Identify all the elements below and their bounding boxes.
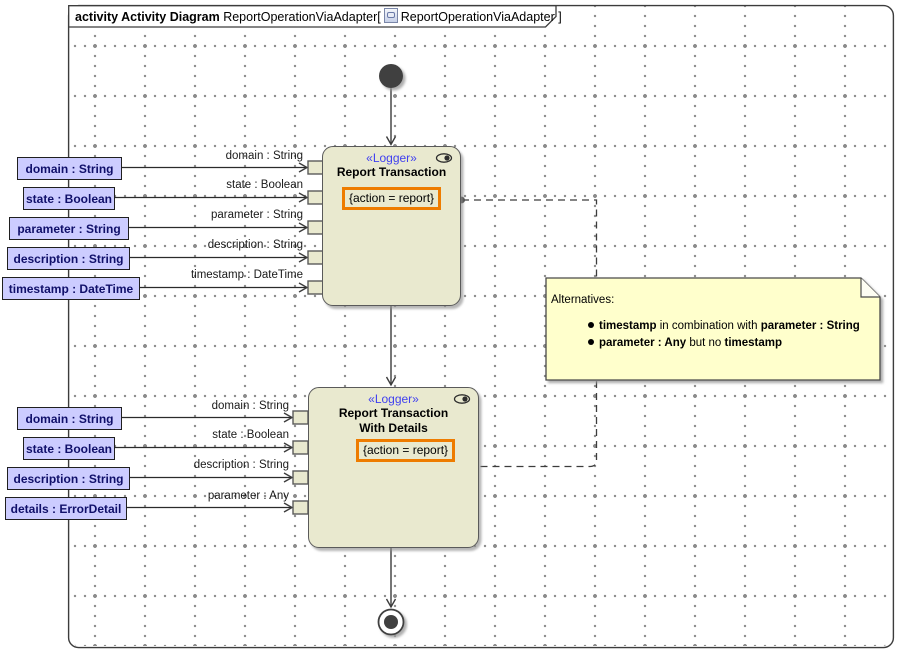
bullet-icon <box>588 322 594 328</box>
stereotype-label: «Logger» <box>368 392 419 406</box>
action-name: Report Transaction <box>338 406 449 420</box>
note-anchor-line[interactable] <box>478 381 598 468</box>
input-pin[interactable] <box>292 470 309 485</box>
final-node[interactable] <box>377 608 405 636</box>
input-pin[interactable] <box>307 190 324 205</box>
parameter-node[interactable]: state : Boolean <box>23 187 115 210</box>
bullet-bold: parameter : String <box>760 320 860 332</box>
input-pin[interactable] <box>307 160 324 175</box>
input-pin[interactable] <box>292 410 309 425</box>
input-pin[interactable] <box>307 220 324 235</box>
note-anchor-line[interactable] <box>462 199 598 277</box>
parameter-node[interactable]: description : String <box>7 467 130 490</box>
pin-label: domain : String <box>211 400 289 412</box>
parameter-node[interactable]: domain : String <box>17 157 122 180</box>
parameter-node[interactable]: description : String <box>7 247 130 270</box>
input-pin[interactable] <box>307 280 324 295</box>
bullet-text: but no <box>686 337 725 349</box>
frame-header-shape[interactable] <box>68 5 557 28</box>
pin-label: description : String <box>207 239 303 251</box>
parameter-node[interactable]: details : ErrorDetail <box>5 497 127 520</box>
action-name: Report Transaction <box>336 165 447 179</box>
pin-label: state : Boolean <box>226 179 303 191</box>
bullet-bold: timestamp <box>599 320 657 332</box>
parameter-node[interactable]: timestamp : DateTime <box>2 277 140 300</box>
action-report-transaction[interactable]: «Logger» Report Transaction {action = re… <box>322 146 461 306</box>
bullet-icon <box>588 339 594 345</box>
pin-label: parameter : Any <box>207 490 289 502</box>
behavior-icon <box>453 394 471 404</box>
parameter-node[interactable]: domain : String <box>17 407 122 430</box>
note-bullet: timestamp in combination with parameter … <box>588 320 860 332</box>
action-report-transaction-with-details[interactable]: «Logger» Report Transaction With Details… <box>308 387 479 548</box>
parameter-node[interactable]: state : Boolean <box>23 437 115 460</box>
pin-label: parameter : String <box>210 209 303 221</box>
note-title: Alternatives: <box>551 294 615 306</box>
pin-label: domain : String <box>225 150 303 162</box>
diagram-icon <box>383 8 398 23</box>
bullet-text: in combination with <box>656 320 761 332</box>
pin-label: timestamp : DateTime <box>190 269 303 281</box>
initial-node[interactable] <box>379 64 403 88</box>
constraint-highlight[interactable]: {action = report} <box>342 187 442 210</box>
pin-label: description : String <box>193 459 289 471</box>
behavior-icon <box>435 153 453 163</box>
bullet-bold: timestamp <box>724 337 783 349</box>
action-name-line2: With Details <box>359 421 428 435</box>
constraint-highlight[interactable]: {action = report} <box>356 439 456 462</box>
note-fold-icon <box>860 278 880 298</box>
note-shape[interactable] <box>545 277 881 381</box>
frame-ref: ReportOperationViaAdapter ] <box>400 10 562 24</box>
stereotype-label: «Logger» <box>366 151 417 165</box>
frame-keyword: activity Activity Diagram <box>75 10 220 24</box>
pin-label: state : Boolean <box>212 429 289 441</box>
frame-header: activity Activity Diagram ReportOperatio… <box>75 8 562 24</box>
input-pin[interactable] <box>292 500 309 515</box>
input-pin[interactable] <box>307 250 324 265</box>
note-bullet: parameter : Any but no timestamp <box>588 337 782 349</box>
parameter-node[interactable]: parameter : String <box>9 217 129 240</box>
frame-name: ReportOperationViaAdapter[ <box>219 10 381 24</box>
input-pin[interactable] <box>292 440 309 455</box>
bullet-bold: parameter : Any <box>599 337 687 349</box>
